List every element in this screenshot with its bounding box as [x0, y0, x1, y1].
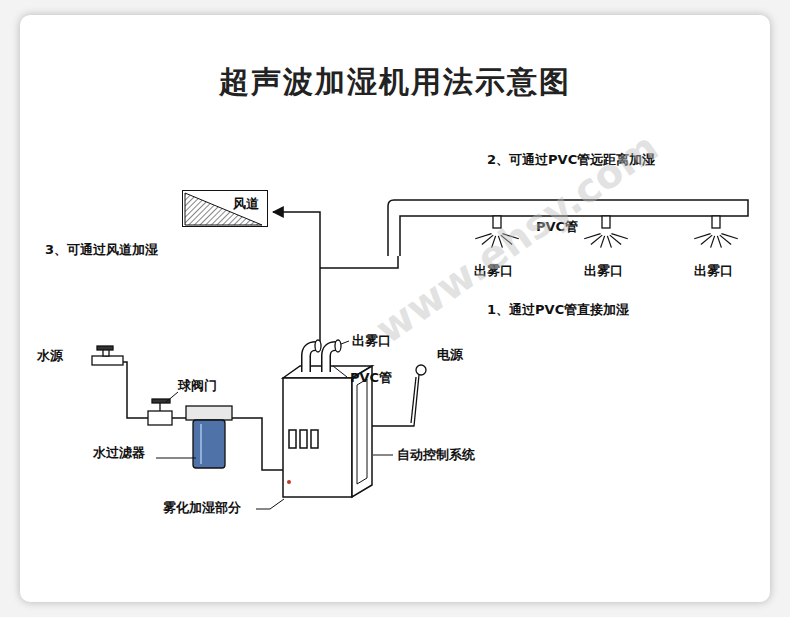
mist-outlet-hose [326, 346, 336, 372]
part-name: 出雾口 [352, 333, 391, 349]
part-name: 球阀门 [178, 378, 217, 394]
spray-line [717, 236, 721, 248]
spray-line [701, 235, 712, 244]
mist-outlet-hose [315, 340, 321, 352]
water-filter [186, 406, 232, 420]
humidifier-machine [357, 379, 367, 484]
part-name: PVC管 [350, 370, 392, 386]
mist-outlet-hose [306, 346, 316, 372]
leader-line [341, 341, 349, 344]
humidifier-machine [352, 366, 372, 497]
power-cable [416, 365, 426, 375]
ball-valve [148, 399, 172, 425]
mist-outlet-hose [306, 340, 341, 372]
water-filter [193, 420, 225, 468]
water-tap [97, 346, 113, 350]
spray-line [591, 235, 602, 244]
callout-text: 3、可通过风道加湿 [45, 242, 158, 258]
spray-line [607, 236, 611, 248]
ball-valve [159, 403, 160, 411]
ball-valve [148, 411, 172, 425]
water-tap [92, 356, 123, 365]
leader-line [156, 341, 393, 509]
humidifier-machine [287, 480, 291, 484]
duct-label: 风道 [183, 191, 267, 213]
water-line [123, 362, 148, 418]
water-filter [200, 424, 202, 464]
humidifier-machine [300, 430, 307, 448]
water-line [172, 417, 186, 419]
nozzle [602, 216, 610, 228]
part-name: 出雾口 [584, 263, 623, 279]
mist-outlet-hose [335, 340, 341, 352]
humidifier-machine [289, 430, 296, 448]
mist-outlet-hose [326, 346, 336, 372]
part-name: 水过滤器 [93, 445, 145, 461]
callout-text: 1、通过PVC管直接加湿 [487, 302, 629, 318]
part-name: 水源 [37, 348, 63, 364]
water-filter [186, 406, 232, 468]
spray-line [721, 234, 737, 239]
part-name: 雾化加湿部分 [163, 500, 241, 516]
leader-line [156, 458, 196, 459]
spray-line [711, 236, 715, 248]
water-tap [92, 346, 123, 365]
leader-line [256, 499, 284, 509]
humidifier-machine [311, 430, 318, 448]
power-cable [411, 377, 416, 423]
part-name: 自动控制系统 [397, 447, 475, 463]
part-name: 电源 [437, 347, 463, 363]
water-line [123, 362, 283, 470]
humidifier-machine [283, 366, 372, 497]
spray-line [601, 236, 605, 248]
part-name: 出雾口 [694, 263, 733, 279]
humidifier-machine [283, 378, 352, 497]
mist-pipe [273, 212, 320, 342]
water-line [232, 418, 283, 470]
mist-pipe [320, 250, 398, 268]
leader-line [333, 366, 347, 377]
mist-outlet-hose [306, 346, 316, 372]
nozzle [712, 216, 720, 228]
diagram-title: 超声波加湿机用法示意图 [0, 62, 790, 103]
spray-line [611, 234, 627, 239]
leader-line [166, 392, 178, 402]
leader-line [373, 455, 393, 456]
duct-box: 风道 [182, 190, 268, 227]
